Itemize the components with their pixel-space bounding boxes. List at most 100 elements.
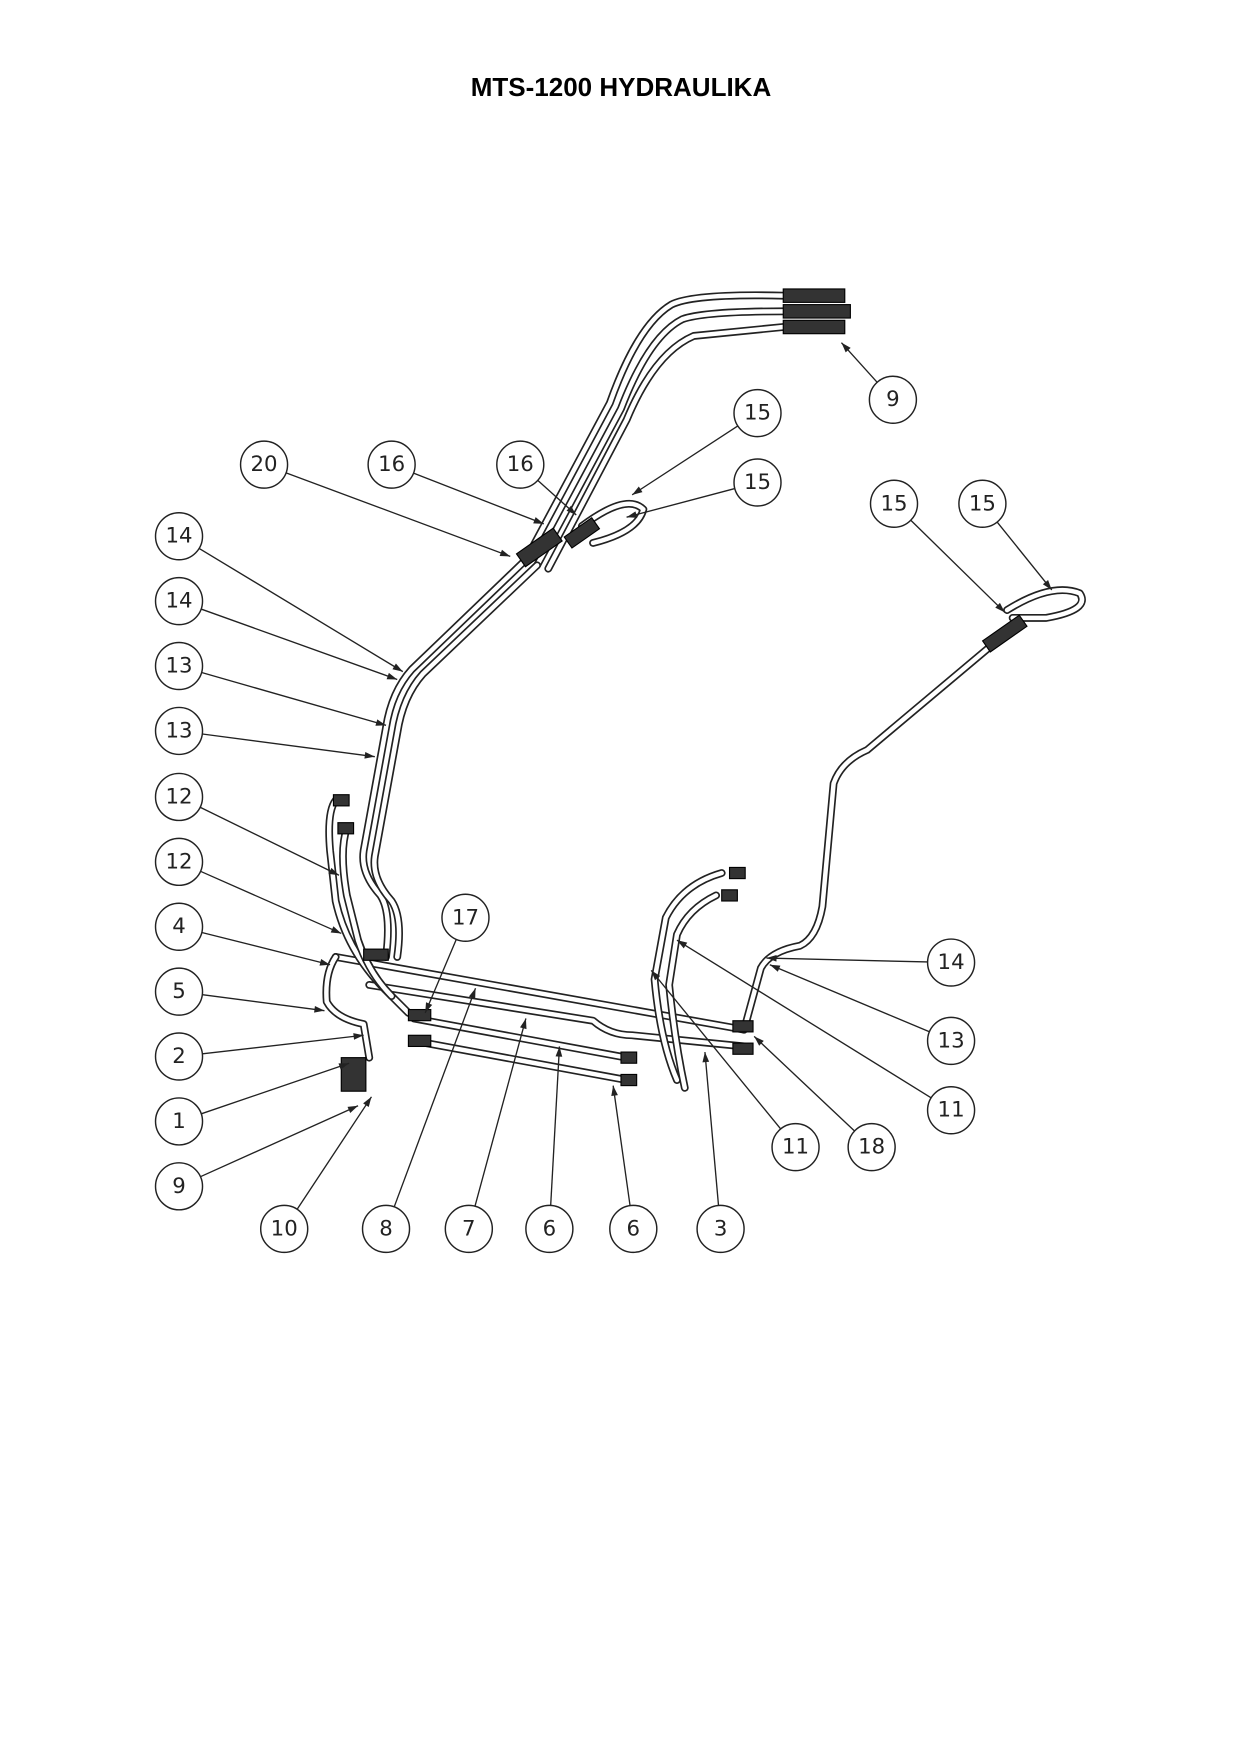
arrowhead [328,867,340,876]
arrowhead [555,1046,563,1057]
callout-number: 20 [251,452,278,477]
callout-number: 2 [172,1044,186,1069]
leader-line [201,671,387,726]
callout-balloon [771,1122,820,1172]
hose [360,557,529,960]
callout-balloon [367,440,416,489]
leader-line [996,521,1053,591]
callout-number: 9 [172,1174,186,1199]
arrowhead [468,988,476,999]
callout-balloon [926,1086,976,1135]
hose [523,293,786,562]
callout-balloon [496,440,545,489]
callout-balloon [525,1204,574,1254]
callout-number: 5 [172,979,186,1004]
callout-number: 14 [166,589,193,614]
fittings [332,288,1028,1092]
callout-number: 3 [714,1216,728,1241]
callout-number: 12 [166,849,193,874]
callout-number: 12 [166,784,193,809]
coupler-mid [563,516,601,549]
callout-balloon [154,576,204,626]
arrowhead [425,1002,433,1013]
arrowhead [319,959,331,966]
hose [372,563,540,960]
callout-balloon [444,1204,494,1254]
hose [411,1038,629,1083]
leader-line [424,939,457,1014]
callout-number: 16 [378,452,405,477]
leader-line [285,472,511,557]
arrowhead [364,752,375,759]
callout-balloon [239,440,289,489]
leader-line [766,957,928,963]
leader-line [201,931,331,966]
arrowhead [533,517,544,524]
hose [546,324,786,571]
callout-balloon [154,641,204,691]
hose [534,309,786,568]
leader-line [200,608,398,681]
coupler-bottom-left [340,1057,367,1092]
leader-line [200,1105,359,1178]
callout-number: 15 [744,470,771,495]
arrowhead [520,1018,527,1030]
leader-line [413,472,545,525]
callout-balloon [926,938,976,987]
callout-balloon [259,1204,309,1254]
arrowhead [702,1052,710,1063]
leader-line [198,547,404,673]
leader-line [676,939,932,1099]
callout-number: 14 [938,950,965,975]
hose [741,630,1010,1032]
arrowhead [766,954,777,962]
leader-line [202,733,375,758]
arrowhead [611,1085,618,1097]
fitting [332,794,350,807]
callout-number: 13 [166,654,193,679]
callout-number: 9 [886,387,900,412]
callout-balloon [154,512,204,561]
hose [1004,587,1085,621]
arrowhead [1042,579,1052,590]
arrowhead [347,1105,359,1113]
arrowhead [363,1096,372,1108]
callout-number: 11 [938,1098,965,1123]
leader-line [201,1062,350,1115]
callout-number: 14 [166,524,193,549]
arrowhead [314,1006,325,1013]
arrowhead [330,926,342,934]
callout-balloon [154,837,204,887]
callout-number: 1 [172,1109,186,1134]
callout-balloon [154,1032,204,1081]
callout-balloon [154,1097,204,1146]
fitting [363,948,389,961]
callout-balloon [609,1204,658,1254]
arrowhead [754,1036,764,1046]
arrowhead [769,964,781,972]
leader-line [769,964,930,1033]
arrowhead [375,719,387,726]
leader-line [474,1018,527,1207]
hose [340,826,394,999]
arrowhead [651,970,661,981]
hose [666,893,719,1091]
arrowhead [632,486,643,495]
arrowhead [995,602,1005,613]
callout-balloon [958,479,1007,529]
leader-line [704,1051,720,1206]
callout-number: 15 [880,491,907,516]
callout-balloon [154,967,204,1016]
fitting [728,866,746,880]
callout-number: 8 [379,1216,393,1241]
callout-balloon [696,1204,745,1254]
arrowhead [353,1033,364,1040]
leader-line [200,870,342,935]
fitting [407,1034,432,1048]
arrowhead [338,1063,350,1070]
hose [367,982,747,1049]
callout-number: 13 [938,1028,965,1053]
callout-number: 15 [744,401,771,426]
